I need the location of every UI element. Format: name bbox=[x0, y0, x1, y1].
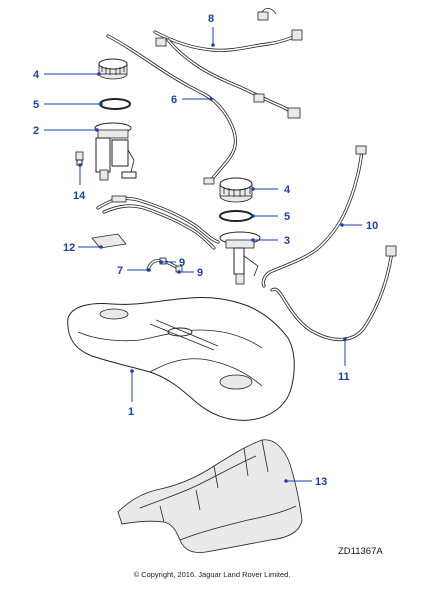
callout-10: 10 bbox=[366, 220, 378, 232]
lock-ring-upper bbox=[98, 58, 128, 80]
callout-14: 14 bbox=[73, 190, 86, 202]
vent-pipe bbox=[261, 145, 367, 288]
callout-3: 3 bbox=[284, 235, 290, 247]
callout-9-upper: 9 bbox=[179, 257, 185, 269]
callout-6: 6 bbox=[171, 94, 177, 106]
label-part bbox=[91, 233, 127, 249]
fuel-level-sender bbox=[219, 231, 261, 285]
fuel-tank bbox=[67, 297, 295, 421]
fuel-pump-module bbox=[94, 122, 137, 181]
callout-4-right: 4 bbox=[284, 184, 291, 196]
callout-9-lower: 9 bbox=[197, 267, 203, 279]
callout-7: 7 bbox=[117, 265, 123, 277]
callout-12: 12 bbox=[63, 242, 75, 254]
callout-4-upper: 4 bbox=[33, 69, 40, 81]
hose-assembly bbox=[96, 195, 220, 250]
callout-8: 8 bbox=[208, 13, 214, 25]
heat-shield bbox=[117, 439, 303, 553]
filler-pipe bbox=[270, 245, 397, 341]
reference-code: ZD11367A bbox=[338, 546, 383, 557]
callout-11: 11 bbox=[338, 371, 350, 383]
callout-5-upper: 5 bbox=[33, 99, 39, 111]
callouts: 8 4 6 5 2 14 4 5 10 3 12 9 7 bbox=[33, 13, 378, 488]
callout-2: 2 bbox=[33, 125, 39, 137]
wiring-harness bbox=[106, 8, 303, 185]
seal-upper bbox=[99, 98, 131, 110]
sensor bbox=[75, 151, 84, 166]
small-hose bbox=[146, 257, 183, 273]
copyright-notice: © Copyright, 2016. Jaguar Land Rover Lim… bbox=[133, 570, 291, 579]
lock-ring-right bbox=[219, 177, 253, 203]
callout-1: 1 bbox=[128, 406, 134, 418]
callout-13: 13 bbox=[315, 476, 327, 488]
seal-right bbox=[219, 210, 253, 222]
callout-5-right: 5 bbox=[284, 211, 290, 223]
